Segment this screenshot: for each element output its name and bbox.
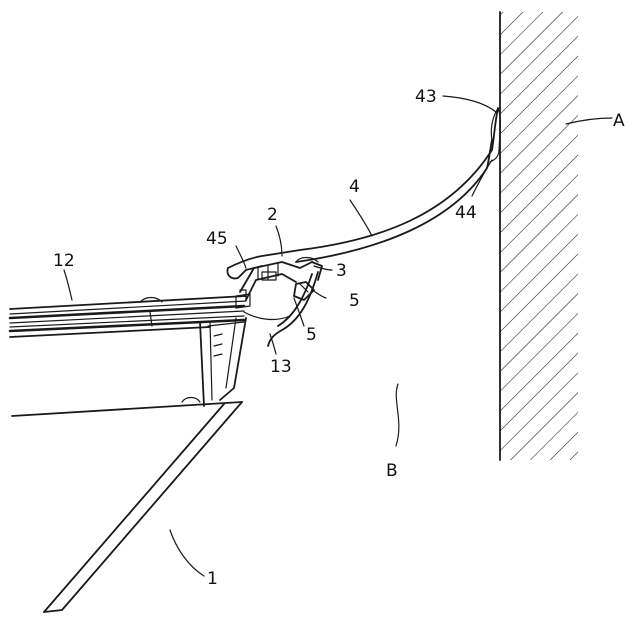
label-1: 1 xyxy=(207,569,218,589)
label-a: A xyxy=(613,111,625,131)
label-44: 44 xyxy=(455,203,477,223)
label-4: 4 xyxy=(349,177,360,197)
label-5-upper: 5 xyxy=(349,291,360,311)
label-13: 13 xyxy=(270,357,292,377)
label-43: 43 xyxy=(415,87,437,107)
support-column xyxy=(182,318,246,406)
label-b: B xyxy=(386,461,398,481)
label-45: 45 xyxy=(206,229,228,249)
label-5-lower: 5 xyxy=(306,325,317,345)
label-2: 2 xyxy=(267,205,278,225)
label-12: 12 xyxy=(53,251,75,271)
flexible-cover-4 xyxy=(227,108,500,278)
wall-a xyxy=(500,12,578,460)
label-3: 3 xyxy=(336,261,347,281)
